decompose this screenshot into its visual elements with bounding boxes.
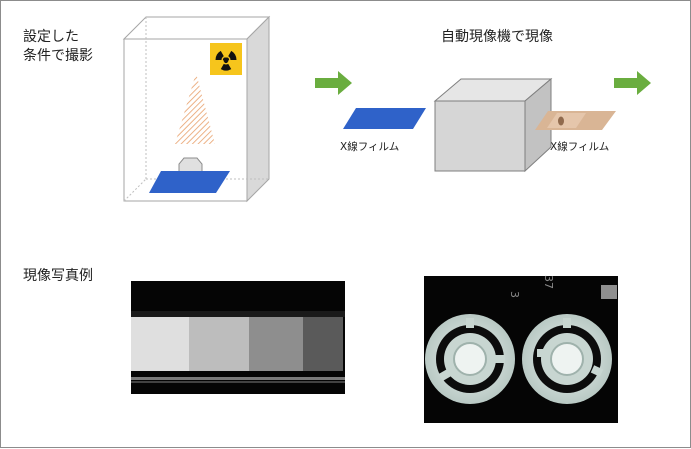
shooting-condition-label: 設定した 条件で撮影	[23, 28, 93, 66]
photo-number-2: 37	[542, 275, 555, 289]
developing-title: 自動現像機で現像	[441, 29, 553, 45]
xray-film-input	[343, 108, 426, 129]
developed-photo-examples-label: 現像写真例	[23, 268, 93, 284]
step-wedge-photo	[131, 281, 345, 394]
xray-film-label-input: X線フィルム	[340, 141, 400, 153]
xray-film-output	[535, 111, 616, 130]
right-arrow-icon	[614, 71, 651, 95]
film-in-cabinet	[149, 171, 230, 193]
ring-phantom-photo: 3 37	[424, 275, 618, 423]
developing-machine	[433, 77, 553, 173]
right-arrow-icon	[315, 71, 352, 95]
shooting-label-line2: 条件で撮影	[23, 48, 93, 64]
photo-number-1: 3	[508, 291, 521, 298]
radiation-hazard-icon	[210, 43, 242, 75]
shooting-label-line1: 設定した	[23, 29, 79, 45]
xray-film-label-output: X線フィルム	[550, 141, 610, 153]
xray-beam	[175, 73, 215, 144]
